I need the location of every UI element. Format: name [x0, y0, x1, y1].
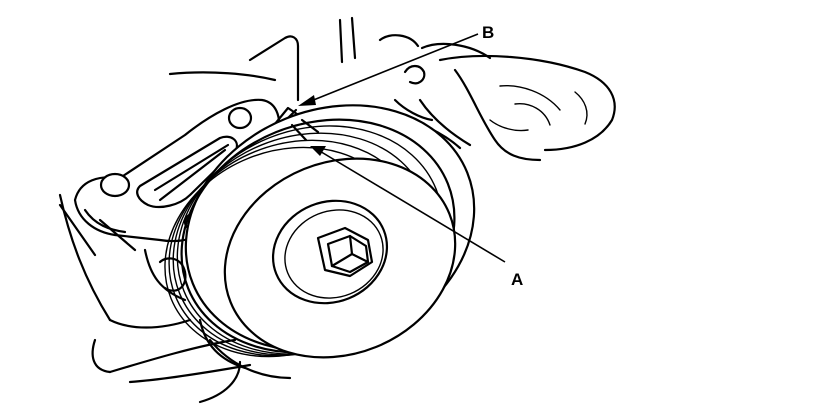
callout-b-arrowhead — [298, 95, 316, 106]
callout-b-label: B — [482, 23, 494, 42]
callout-b: B — [298, 23, 494, 106]
timing-mark — [290, 118, 320, 142]
crankshaft-pulley — [164, 104, 476, 380]
callout-a: A — [310, 146, 523, 289]
callout-a-leader — [317, 149, 506, 263]
callout-a-arrowhead — [310, 146, 326, 156]
callout-b-leader — [305, 33, 479, 104]
callout-a-label: A — [511, 270, 523, 289]
